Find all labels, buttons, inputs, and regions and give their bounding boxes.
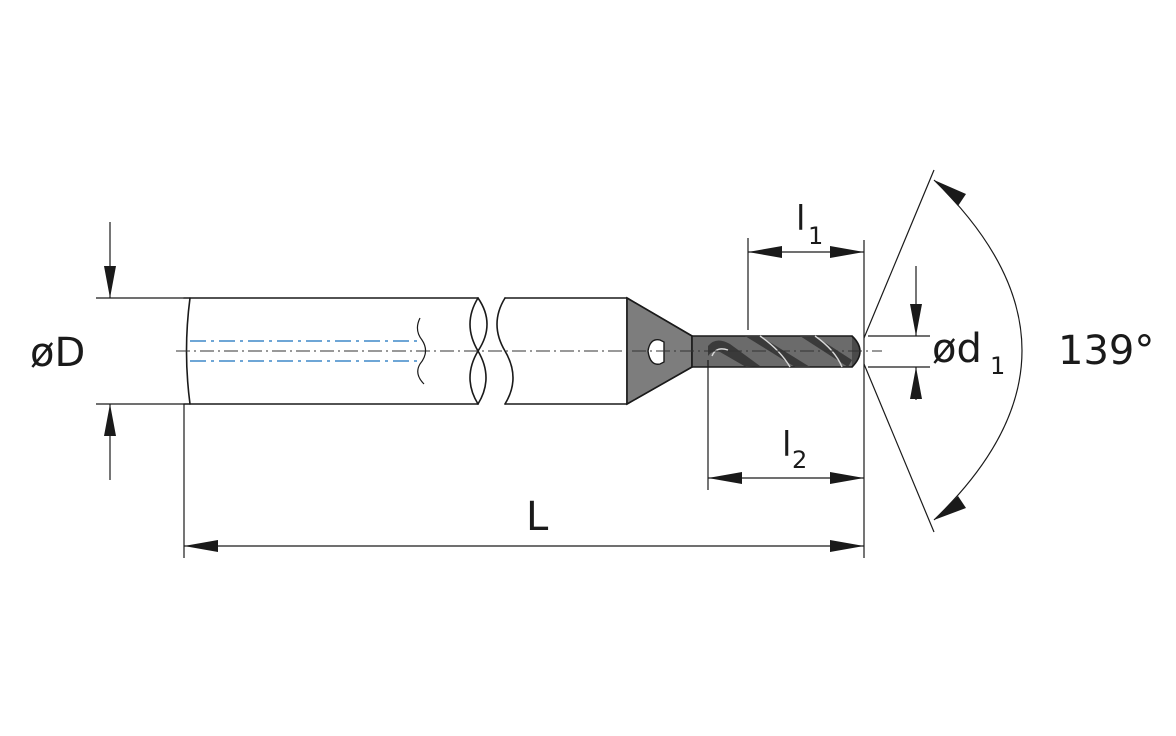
overall-length-dimension bbox=[183, 240, 865, 558]
usable-length-dimension bbox=[707, 360, 864, 490]
point-angle-dimension bbox=[863, 169, 1023, 533]
cutting-diameter-dimension bbox=[868, 266, 930, 400]
flute-length-dimension bbox=[747, 238, 864, 330]
flute-length-index: 1 bbox=[808, 222, 823, 250]
overall-length-label: L bbox=[526, 494, 549, 540]
shank-diameter-label: øD bbox=[30, 330, 85, 376]
cutting-diameter-label: ød bbox=[932, 326, 982, 372]
coolant-outlet bbox=[647, 339, 665, 365]
usable-length-label: l bbox=[782, 425, 791, 465]
usable-length-index: 2 bbox=[792, 446, 807, 474]
cutting-diameter-index: 1 bbox=[990, 352, 1005, 380]
shank-diameter-dimension bbox=[96, 222, 184, 480]
flute-length-label: l bbox=[796, 199, 805, 239]
point-angle-label: 139° bbox=[1058, 328, 1154, 374]
coolant-channels bbox=[190, 317, 427, 385]
